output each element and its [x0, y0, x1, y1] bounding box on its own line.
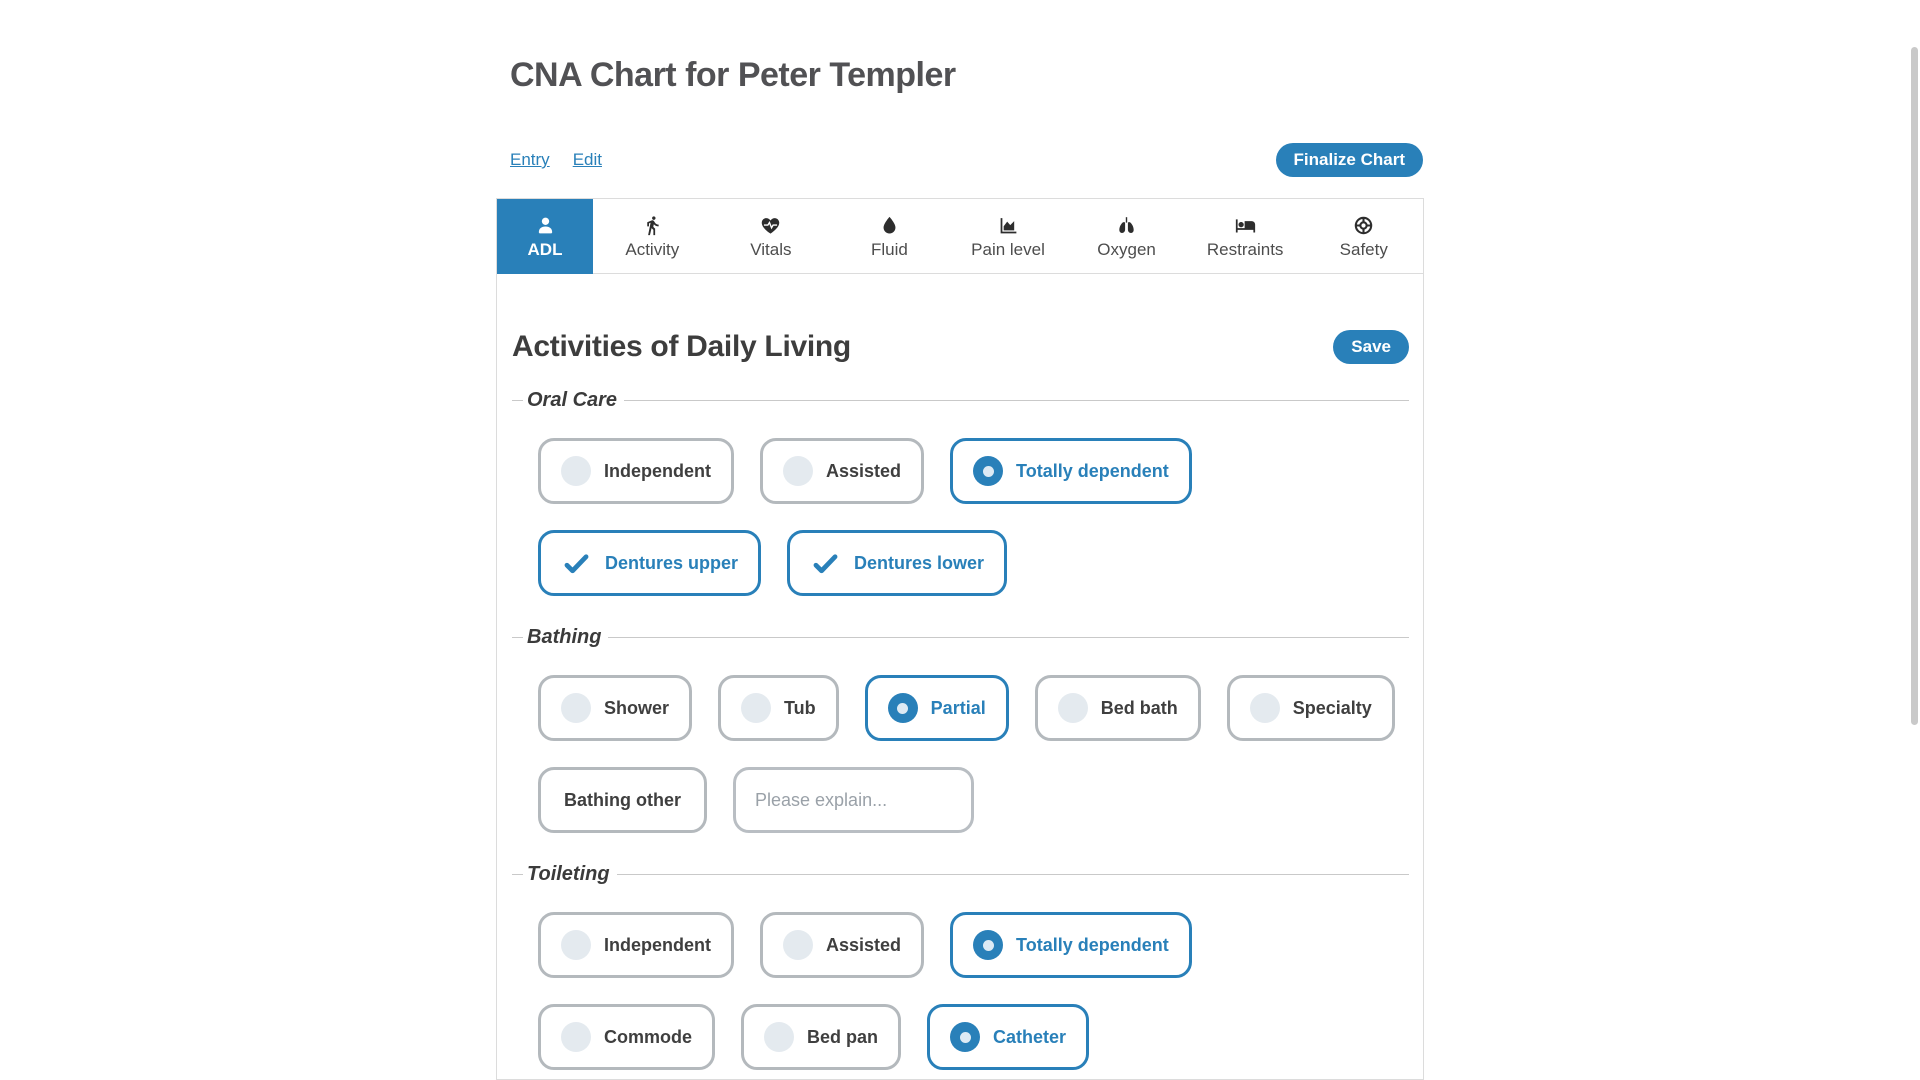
- tab-label: Vitals: [750, 239, 792, 259]
- radio-bubble-selected: [950, 1022, 981, 1052]
- toileting-level-radio-group: Independent Assisted Totally dependent: [538, 912, 1409, 978]
- tab-label: Safety: [1339, 239, 1388, 259]
- oral-care-option-totally-dependent[interactable]: Totally dependent: [950, 438, 1192, 504]
- oral-care-option-assisted[interactable]: Assisted: [760, 438, 925, 504]
- entry-link[interactable]: Entry: [510, 150, 550, 169]
- tabstrip: ADL Activity Vitals Fluid Pain level Oxy…: [497, 199, 1424, 274]
- person-icon: [538, 217, 552, 234]
- bathing-option-shower[interactable]: Shower: [538, 675, 693, 741]
- radio-bubble: [1057, 693, 1088, 723]
- radio-bubble: [561, 930, 591, 960]
- radio-bubble-selected: [973, 456, 1004, 486]
- vertical-scrollbar-thumb[interactable]: [1911, 47, 1918, 725]
- edit-link[interactable]: Edit: [572, 150, 602, 169]
- toileting-option-bed-pan[interactable]: Bed pan: [741, 1004, 902, 1070]
- tab-label: Restraints: [1206, 239, 1284, 259]
- tab-label: Fluid: [871, 239, 908, 259]
- tab-label: Activity: [625, 239, 680, 259]
- toolbar: Entry Edit Finalize Chart: [510, 143, 1423, 177]
- section-legend-toileting: Toileting: [512, 863, 1409, 886]
- tab-vitals[interactable]: Vitals: [711, 199, 831, 273]
- toileting-option-totally-dependent[interactable]: Totally dependent: [950, 912, 1192, 978]
- save-button[interactable]: Save: [1333, 330, 1409, 364]
- life-ring-icon: [1354, 216, 1373, 234]
- radio-bubble-selected: [973, 930, 1004, 960]
- toileting-method-radio-group: Commode Bed pan Catheter: [538, 1004, 1409, 1070]
- tab-adl[interactable]: ADL: [497, 199, 593, 274]
- tab-pain-level[interactable]: Pain level: [948, 199, 1068, 273]
- bathing-other-explain-input[interactable]: [733, 767, 974, 833]
- section-legend-oral-care: Oral Care: [512, 389, 1409, 412]
- radio-bubble: [1249, 693, 1280, 723]
- dentures-checkbox-group: Dentures upper Dentures lower: [538, 530, 1409, 596]
- bathing-option-partial[interactable]: Partial: [864, 675, 1009, 741]
- lungs-icon: [1119, 216, 1134, 233]
- bed-icon: [1235, 218, 1255, 232]
- radio-bubble-selected: [887, 693, 918, 723]
- bathing-option-bed-bath[interactable]: Bed bath: [1034, 675, 1201, 741]
- radio-bubble: [741, 693, 772, 723]
- tab-label: Oxygen: [1097, 239, 1156, 259]
- radio-bubble: [764, 1022, 795, 1052]
- finalize-chart-button[interactable]: Finalize Chart: [1275, 143, 1423, 177]
- tab-activity[interactable]: Activity: [593, 199, 712, 273]
- dentures-lower-checkbox[interactable]: Dentures lower: [787, 530, 1008, 596]
- bathing-type-radio-group: Shower Tub Partial Bed bath Specialty: [538, 675, 1409, 741]
- radio-bubble: [783, 930, 813, 960]
- oral-care-option-independent[interactable]: Independent: [538, 438, 734, 504]
- tab-label: Pain level: [971, 239, 1045, 259]
- tab-restraints[interactable]: Restraints: [1185, 199, 1305, 273]
- section-legend-bathing: Bathing: [512, 626, 1409, 649]
- radio-bubble: [783, 456, 813, 486]
- bathing-other-checkbox[interactable]: Bathing other: [538, 767, 707, 833]
- toileting-option-assisted[interactable]: Assisted: [760, 912, 925, 978]
- area-chart-icon: [1000, 217, 1016, 233]
- check-icon: [564, 553, 589, 573]
- bathing-other-row: Bathing other: [538, 767, 1409, 833]
- toileting-option-catheter[interactable]: Catheter: [927, 1004, 1090, 1070]
- oral-care-level-radio-group: Independent Assisted Totally dependent: [538, 438, 1409, 504]
- chart-card: ADL Activity Vitals Fluid Pain level Oxy…: [496, 198, 1424, 1080]
- bathing-option-tub[interactable]: Tub: [718, 675, 839, 741]
- walking-person-icon: [647, 215, 659, 235]
- heart-pulse-icon: [762, 217, 780, 234]
- bathing-option-specialty[interactable]: Specialty: [1226, 675, 1395, 741]
- tab-oxygen[interactable]: Oxygen: [1067, 199, 1186, 273]
- toileting-option-independent[interactable]: Independent: [538, 912, 734, 978]
- tab-fluid[interactable]: Fluid: [830, 199, 949, 273]
- check-icon: [813, 553, 838, 573]
- dentures-upper-checkbox[interactable]: Dentures upper: [538, 530, 762, 596]
- page-title: CNA Chart for Peter Templer: [510, 56, 956, 94]
- panel-heading: Activities of Daily Living: [512, 330, 851, 363]
- droplet-icon: [883, 216, 896, 234]
- radio-bubble: [561, 1022, 591, 1052]
- tab-safety[interactable]: Safety: [1304, 199, 1424, 273]
- radio-bubble: [561, 456, 591, 486]
- radio-bubble: [561, 693, 591, 723]
- adl-panel: Activities of Daily Living Save Oral Car…: [497, 274, 1423, 1070]
- toileting-option-commode[interactable]: Commode: [538, 1004, 716, 1070]
- tab-label: ADL: [527, 240, 563, 259]
